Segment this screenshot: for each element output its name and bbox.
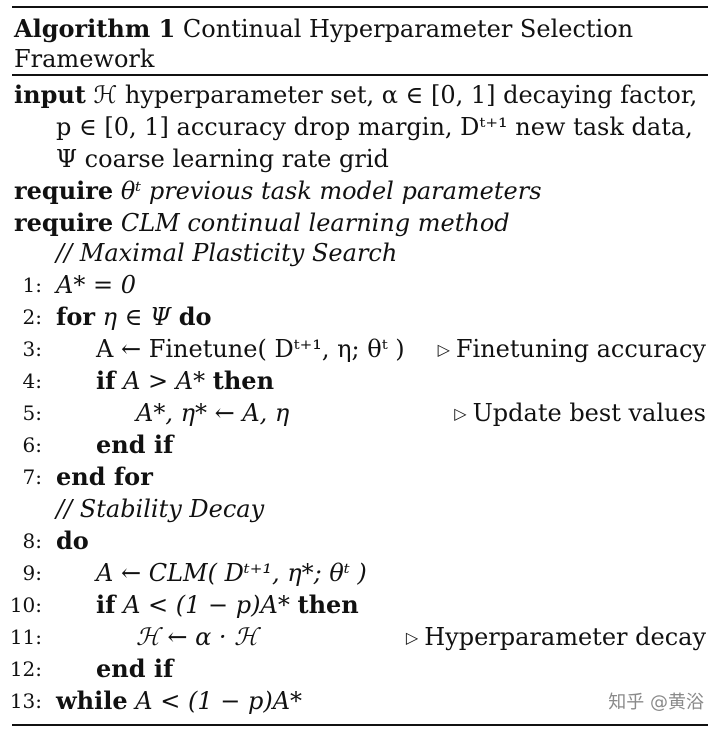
line-number: 2:: [22, 305, 42, 329]
keyword: do: [178, 302, 212, 331]
line-code: A ← CLM( Dᵗ⁺¹, η*; θᵗ ): [96, 559, 367, 587]
require-text-2: CLM continual learning method: [120, 209, 510, 237]
bottom-rule: [12, 724, 708, 726]
keyword: for: [56, 302, 95, 331]
watermark: 知乎 @黄浴: [608, 692, 704, 713]
line-comment: ▷ Update best values: [454, 398, 706, 429]
keyword: do: [56, 526, 89, 555]
line-code: ℋ ← α · ℋ: [136, 623, 258, 651]
line-code: η ∈ Ψ: [102, 303, 172, 331]
line-content: for η ∈ Ψ do: [56, 302, 212, 332]
algorithm-name: Continual Hyperparameter Selection Frame…: [14, 15, 634, 73]
line-code: A ← Finetune( Dᵗ⁺¹, η; θᵗ ): [96, 335, 405, 363]
line-code: A > A*: [123, 367, 206, 395]
comment-plasticity: // Maximal Plasticity Search: [56, 239, 398, 267]
line-content: if A < (1 − p)A* then: [96, 590, 359, 620]
comment-text: Finetuning accuracy: [455, 335, 706, 363]
line-content: if A > A* then: [96, 366, 274, 396]
line-code: A < (1 − p)A*: [135, 687, 303, 715]
line-number: 11:: [9, 625, 42, 649]
comment-text: Update best values: [472, 399, 706, 427]
keyword: then: [297, 590, 359, 619]
require-keyword-1: require: [14, 176, 114, 205]
keyword: end if: [96, 430, 174, 459]
line-number: 5:: [22, 401, 42, 425]
require-keyword-2: require: [14, 208, 114, 237]
line-number: 6:: [22, 433, 42, 457]
input-line-3: Ψ coarse learning rate grid: [56, 145, 389, 173]
line-number: 7:: [22, 465, 42, 489]
keyword: end if: [96, 654, 174, 683]
line-content: while A < (1 − p)A*: [56, 686, 302, 716]
top-rule: [12, 6, 708, 8]
line-code: A* = 0: [56, 271, 136, 299]
input-line-1: input ℋ hyperparameter set, α ∈ [0, 1] d…: [14, 80, 697, 110]
keyword: if: [96, 590, 116, 619]
require-line-2: require CLM continual learning method: [14, 208, 510, 238]
line-number: 13:: [9, 689, 42, 713]
line-number: 9:: [22, 561, 42, 585]
input-text-1: ℋ hyperparameter set, α ∈ [0, 1] decayin…: [93, 81, 698, 109]
input-keyword: input: [14, 80, 86, 109]
algorithm-title: Algorithm 1 Continual Hyperparameter Sel…: [14, 14, 704, 74]
line-code: A*, η* ← A, η: [136, 399, 290, 427]
line-comment: ▷ Hyperparameter decay: [406, 622, 706, 653]
input-line-2: p ∈ [0, 1] accuracy drop margin, Dᵗ⁺¹ ne…: [56, 113, 693, 141]
line-comment: ▷ Finetuning accuracy: [438, 334, 706, 365]
line-number: 4:: [22, 369, 42, 393]
line-number: 3:: [22, 337, 42, 361]
require-line-1: require θᵗ previous task model parameter…: [14, 176, 542, 206]
title-rule: [12, 74, 708, 76]
keyword: end for: [56, 462, 153, 491]
comment-triangle-icon: ▷: [454, 404, 467, 423]
line-number: 10:: [9, 593, 42, 617]
line-number: 12:: [9, 657, 42, 681]
require-text-1: θᵗ previous task model parameters: [120, 177, 542, 205]
comment-text: Hyperparameter decay: [424, 623, 706, 651]
comment-stability: // Stability Decay: [56, 495, 265, 523]
line-code: A < (1 − p)A*: [123, 591, 290, 619]
comment-triangle-icon: ▷: [437, 340, 450, 359]
line-number: 1:: [22, 273, 42, 297]
keyword: then: [212, 366, 275, 395]
comment-triangle-icon: ▷: [405, 628, 419, 647]
keyword: if: [96, 366, 116, 395]
algorithm-label: Algorithm 1: [14, 14, 176, 43]
keyword: while: [56, 686, 128, 715]
line-number: 8:: [22, 529, 42, 553]
